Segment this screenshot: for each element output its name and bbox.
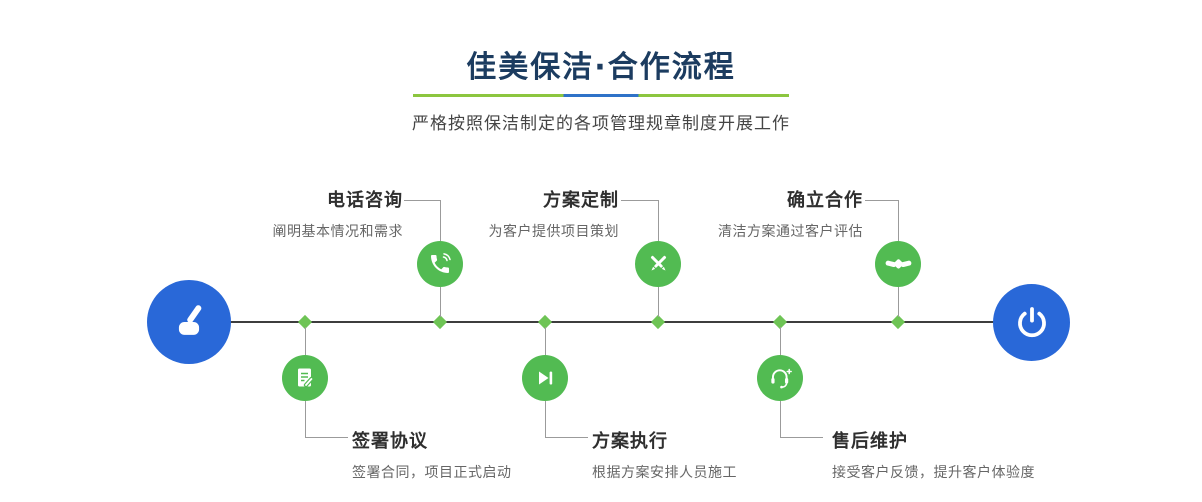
step-label-establish-coop: 确立合作 清洁方案通过客户评估 <box>718 186 863 241</box>
page-title: 佳美保洁·合作流程 <box>466 50 736 85</box>
design-pencils-icon <box>650 255 666 270</box>
step-node-sign-agreement <box>282 355 328 401</box>
step-title: 方案执行 <box>592 431 668 452</box>
timeline-diamond <box>432 314 448 330</box>
page-subtitle: 严格按照保洁制定的各项管理规章制度开展工作 <box>412 114 790 134</box>
step-node-after-sales <box>757 355 803 401</box>
step-label-plan-execute: 方案执行 根据方案安排人员施工 <box>592 427 737 482</box>
step-title: 方案定制 <box>543 190 619 211</box>
connector <box>545 327 546 355</box>
step-desc: 签署合同，项目正式启动 <box>352 465 512 481</box>
headset-icon <box>771 368 792 389</box>
connector <box>621 200 658 201</box>
connector <box>898 287 899 317</box>
step-title: 签署协议 <box>352 431 428 452</box>
connector <box>780 401 781 437</box>
title-divider <box>413 94 789 97</box>
step-node-plan-execute <box>522 355 568 401</box>
connector <box>545 437 588 438</box>
connector <box>404 200 440 201</box>
connector <box>865 200 898 201</box>
connector <box>898 200 899 241</box>
connector <box>305 437 348 438</box>
pointing-hand-icon <box>178 305 202 335</box>
connector <box>305 401 306 437</box>
step-node-establish-coop <box>875 241 921 287</box>
play-step-icon <box>539 371 553 385</box>
phone-icon <box>431 253 451 273</box>
connector <box>440 200 441 241</box>
power-icon <box>1017 306 1046 337</box>
timeline-diamond <box>650 314 666 330</box>
contract-icon <box>298 368 314 388</box>
step-node-plan-custom <box>635 241 681 287</box>
step-title: 电话咨询 <box>327 190 403 211</box>
timeline-diamond <box>890 314 906 330</box>
handshake-icon <box>885 258 911 269</box>
timeline-line <box>189 321 1032 323</box>
step-node-phone-consult <box>417 241 463 287</box>
step-desc: 根据方案安排人员施工 <box>592 465 737 481</box>
step-label-sign-agreement: 签署协议 签署合同，项目正式启动 <box>352 427 512 482</box>
connector <box>780 327 781 355</box>
step-label-after-sales: 售后维护 接受客户反馈，提升客户体验度 <box>832 427 1035 482</box>
step-label-plan-custom: 方案定制 为客户提供项目策划 <box>489 186 620 241</box>
timeline-start-node <box>147 280 231 364</box>
step-title: 确立合作 <box>787 190 863 211</box>
connector <box>545 401 546 437</box>
timeline-end-node <box>993 284 1070 361</box>
connector <box>780 437 823 438</box>
step-label-phone-consult: 电话咨询 阐明基本情况和需求 <box>273 186 404 241</box>
step-desc: 阐明基本情况和需求 <box>272 224 403 240</box>
connector <box>440 287 441 317</box>
connector <box>305 327 306 355</box>
step-desc: 为客户提供项目策划 <box>488 224 619 240</box>
step-title: 售后维护 <box>832 431 908 452</box>
step-desc: 清洁方案通过客户评估 <box>718 224 863 240</box>
connector <box>658 200 659 241</box>
step-desc: 接受客户反馈，提升客户体验度 <box>832 465 1035 481</box>
connector <box>658 287 659 317</box>
